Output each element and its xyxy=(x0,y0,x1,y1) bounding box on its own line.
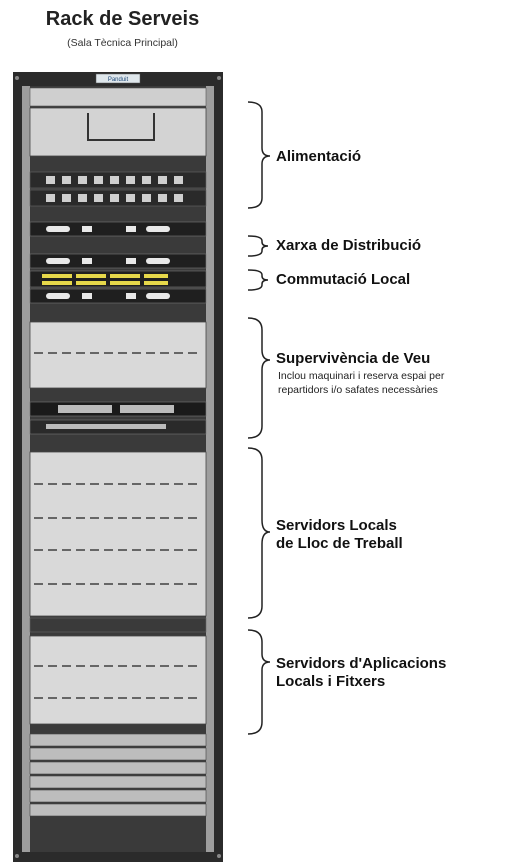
bracket-local-servers xyxy=(247,447,271,619)
pdu-outlets xyxy=(46,176,183,202)
label-distribution: Xarxa de Distribució xyxy=(276,237,422,254)
voice-gateway xyxy=(29,401,207,417)
rack-logo-text: Panduit xyxy=(108,77,129,83)
label-switching: Commutació Local xyxy=(276,271,411,288)
bracket-power xyxy=(247,101,271,209)
section-brackets xyxy=(247,101,271,735)
bottom-blank-panels xyxy=(29,733,207,817)
screw xyxy=(217,76,221,80)
note-voice-line-1: Inclou maquinari i reserva espai per xyxy=(278,370,445,382)
label-local-servers-line-2: de Lloc de Treball xyxy=(276,535,403,552)
page-subtitle: (Sala Tècnica Principal) xyxy=(67,37,178,49)
label-power: Alimentació xyxy=(276,148,362,165)
switch-ports xyxy=(46,226,170,264)
server-panel xyxy=(29,635,207,725)
bracket-switching xyxy=(247,269,269,291)
label-app-servers-line-2: Locals i Fitxers xyxy=(276,673,386,690)
rack-logo-plate xyxy=(95,73,141,84)
label-app-servers-line-1: Servidors d'Aplicacions xyxy=(276,655,447,672)
screw xyxy=(15,854,19,858)
page-title: Rack de Serveis xyxy=(45,8,200,30)
ups-handle xyxy=(87,113,155,141)
ups-unit xyxy=(29,107,207,157)
note-voice-line-2: repartidors i/o safates necessàries xyxy=(278,384,438,396)
label-voice: Supervivència de Veu xyxy=(276,350,431,367)
bracket-distribution xyxy=(247,235,269,257)
distribution-switch xyxy=(29,253,207,269)
server-panel xyxy=(29,451,207,617)
voice-panel xyxy=(29,321,207,389)
distribution-switch xyxy=(29,288,207,304)
screw xyxy=(217,854,221,858)
bracket-voice xyxy=(247,317,271,439)
distribution-switch xyxy=(29,221,207,237)
label-local-servers-line-1: Servidors Locals xyxy=(276,517,397,534)
screw xyxy=(15,76,19,80)
blank-panel xyxy=(29,617,207,633)
bracket-app-servers xyxy=(247,629,271,735)
access-switch-ports xyxy=(42,274,168,285)
blank-panel xyxy=(29,87,207,107)
